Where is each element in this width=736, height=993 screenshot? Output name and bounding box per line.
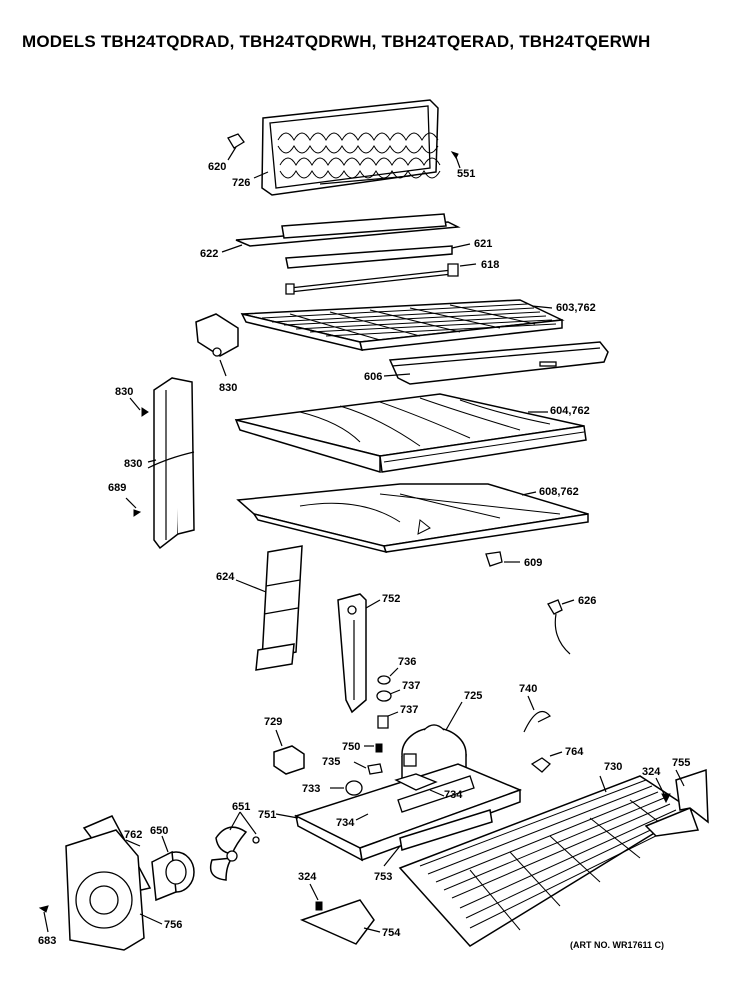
- cord-626: [547, 599, 563, 615]
- clip-735: [367, 763, 383, 775]
- callout-label: 650: [150, 825, 168, 837]
- callout-label: 753: [374, 871, 392, 883]
- bracket-752: [337, 593, 367, 714]
- screw-683: [38, 905, 49, 913]
- callout-label: 830: [124, 458, 142, 470]
- grommet-736: [377, 675, 391, 685]
- callout-label: 752: [382, 593, 400, 605]
- callout-label: 751: [258, 809, 276, 821]
- callout-label: 755: [672, 757, 690, 769]
- callout-label: 740: [519, 683, 537, 695]
- screw-324-lower: [315, 901, 323, 911]
- callout-label: 606: [364, 371, 382, 383]
- callout-label: 734: [444, 789, 463, 801]
- callout-label: 830: [219, 382, 237, 394]
- callout-label: 730: [604, 761, 622, 773]
- clip-620: [227, 133, 245, 149]
- callout-label: 608,762: [539, 486, 579, 498]
- callout-label: 621: [474, 238, 492, 250]
- screw-324: [661, 793, 671, 804]
- callout-label: 729: [264, 716, 282, 728]
- callout-label: 756: [164, 919, 182, 931]
- grommet-609: [485, 551, 503, 567]
- art-number: (ART NO. WR17611 C): [570, 940, 664, 950]
- callout-label: 618: [481, 259, 499, 271]
- shroud-756: [65, 829, 145, 951]
- callout-label: 737: [400, 704, 418, 716]
- callout-label: 603,762: [556, 302, 596, 314]
- relay-729: [273, 745, 305, 775]
- callout-label: 324: [642, 766, 661, 778]
- callout-label: 830: [115, 386, 133, 398]
- callout-label: 737: [402, 680, 420, 692]
- shelf-603: [240, 299, 565, 352]
- page-title: MODELS TBH24TQDRAD, TBH24TQDRWH, TBH24TQ…: [22, 32, 651, 51]
- callout-label: 735: [322, 756, 340, 768]
- fan-motor-650: [151, 850, 195, 902]
- drain-pan-754: [299, 899, 375, 945]
- callout-label: 754: [382, 927, 401, 939]
- screw-750: [375, 743, 383, 753]
- rail-753: [399, 809, 493, 851]
- callout-label: 736: [398, 656, 416, 668]
- callout-label: 764: [565, 746, 584, 758]
- heater-621: [285, 245, 453, 269]
- callout-label: 551: [457, 168, 475, 180]
- callout-label: 734: [336, 817, 355, 829]
- callout-label: 725: [464, 690, 482, 702]
- tube-740: [523, 711, 551, 733]
- callout-label: 762: [124, 829, 142, 841]
- callout-label: 609: [524, 557, 542, 569]
- callout-label: 750: [342, 741, 360, 753]
- callout-label: 726: [232, 177, 250, 189]
- part-733: [345, 780, 363, 796]
- duct-830: [147, 377, 195, 550]
- pan-604: [234, 393, 587, 474]
- callout-label: 604,762: [550, 405, 590, 417]
- callout-label: 626: [578, 595, 596, 607]
- callout-label: 324: [298, 871, 317, 883]
- callout-label: 620: [208, 161, 226, 173]
- fan-blade-651: [209, 826, 248, 881]
- damper-830: [195, 313, 239, 357]
- evaporator-coil: [261, 99, 441, 196]
- callout-label: 689: [108, 482, 126, 494]
- part-764: [530, 757, 551, 773]
- panel-624: [255, 545, 303, 671]
- condenser-730: [398, 775, 694, 947]
- shelf-front-606: [388, 341, 609, 385]
- thermostat-618: [447, 263, 459, 277]
- screw-551: [450, 151, 459, 159]
- pan-608: [236, 483, 589, 554]
- callout-label: 651: [232, 801, 250, 813]
- callout-label: 733: [302, 783, 320, 795]
- callout-label: 683: [38, 935, 56, 947]
- bracket-755: [644, 768, 709, 837]
- callout-label: 624: [216, 571, 235, 583]
- callout-label: 622: [200, 248, 218, 260]
